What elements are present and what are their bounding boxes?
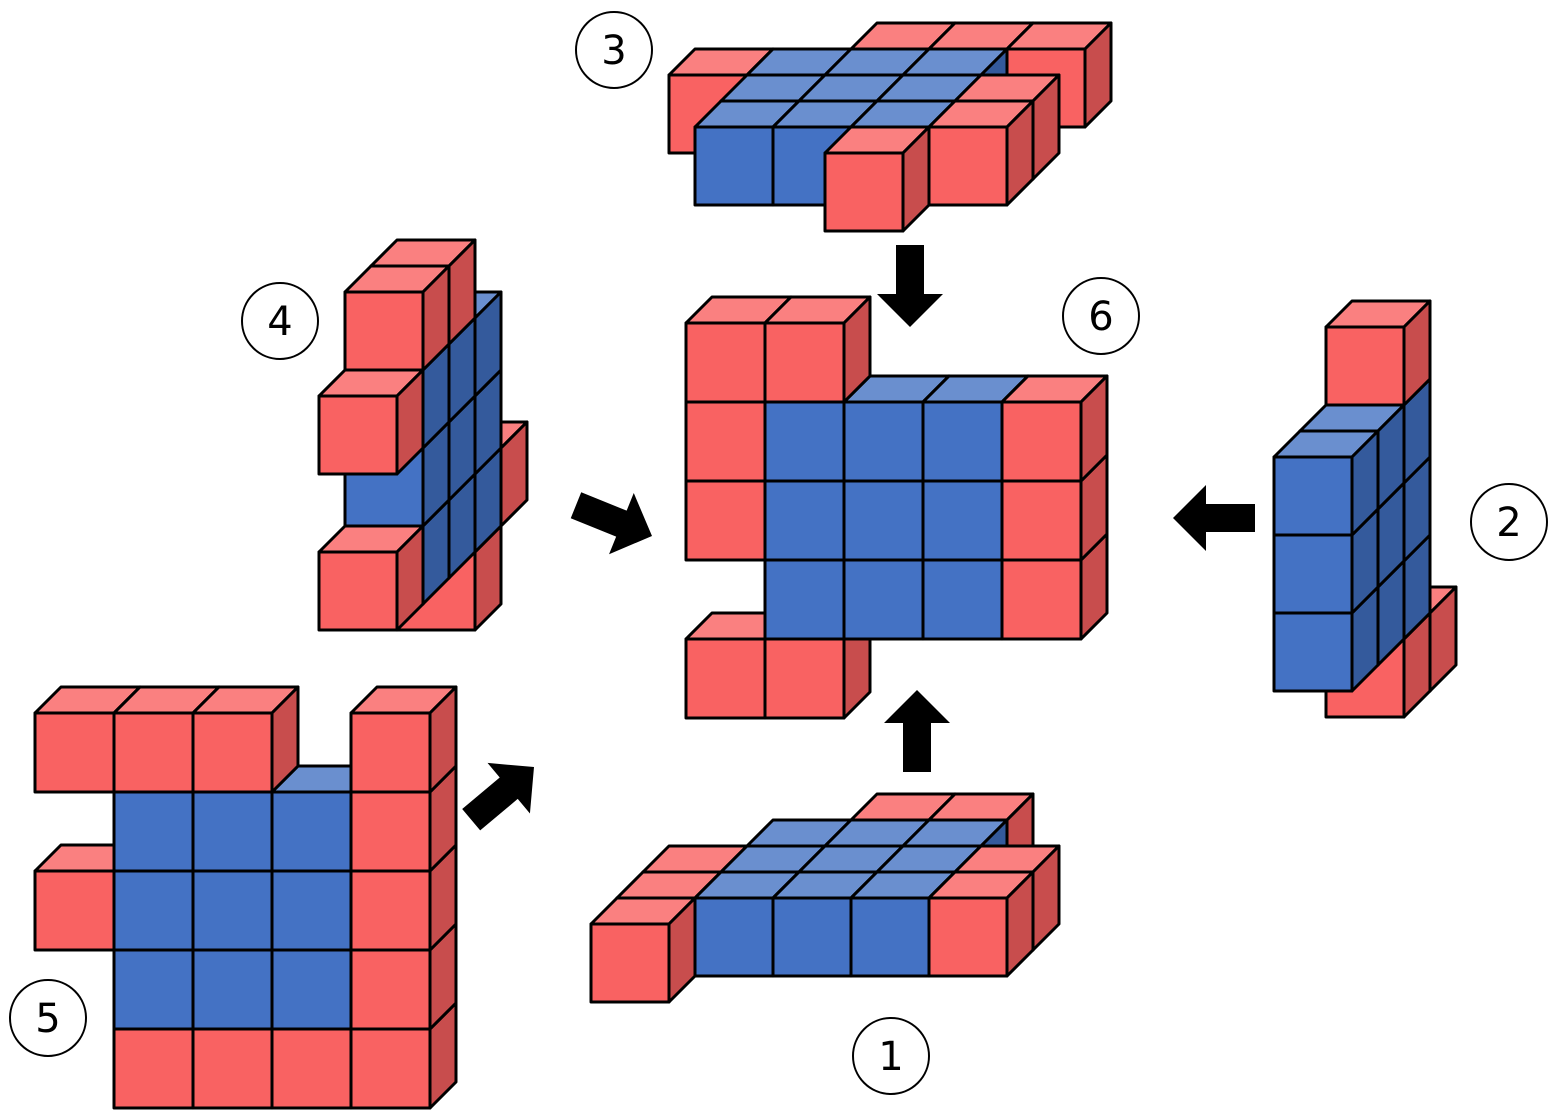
piece-label-5: 5 xyxy=(9,979,87,1057)
piece-1 xyxy=(589,792,1061,1004)
blue-cube xyxy=(1272,429,1380,537)
red-cube xyxy=(191,685,300,794)
piece-label-2: 2 xyxy=(1470,483,1548,561)
red-cube xyxy=(927,870,1035,978)
piece-4 xyxy=(317,238,529,632)
arrow-up-right-icon xyxy=(462,762,534,831)
label-text: 3 xyxy=(601,28,626,74)
red-cube xyxy=(927,99,1035,207)
red-cube xyxy=(823,125,931,233)
label-text: 4 xyxy=(267,299,292,345)
red-cube xyxy=(317,368,425,476)
arrow-down-right-icon xyxy=(570,492,652,555)
arrow-down-icon xyxy=(877,245,943,327)
red-cube xyxy=(349,685,458,794)
piece-label-3: 3 xyxy=(575,11,653,89)
piece-label-1: 1 xyxy=(852,1017,930,1095)
piece-3 xyxy=(667,21,1113,233)
red-cube xyxy=(1324,299,1432,407)
label-text: 2 xyxy=(1496,500,1521,546)
label-text: 1 xyxy=(878,1034,903,1080)
red-cube xyxy=(763,295,872,404)
piece-5 xyxy=(33,685,458,1110)
red-cube xyxy=(317,524,425,632)
blue-cube xyxy=(693,99,801,207)
label-text: 6 xyxy=(1088,294,1113,340)
red-cube xyxy=(343,264,451,372)
red-cube xyxy=(589,896,697,1004)
piece-2 xyxy=(1272,299,1458,719)
label-text: 5 xyxy=(35,996,60,1042)
piece-6 xyxy=(684,295,1109,720)
piece-label-4: 4 xyxy=(241,282,319,360)
red-cube xyxy=(1000,374,1109,483)
arrow-up-icon xyxy=(884,690,950,772)
piece-label-6: 6 xyxy=(1062,277,1140,355)
arrow-left-icon xyxy=(1173,485,1255,551)
